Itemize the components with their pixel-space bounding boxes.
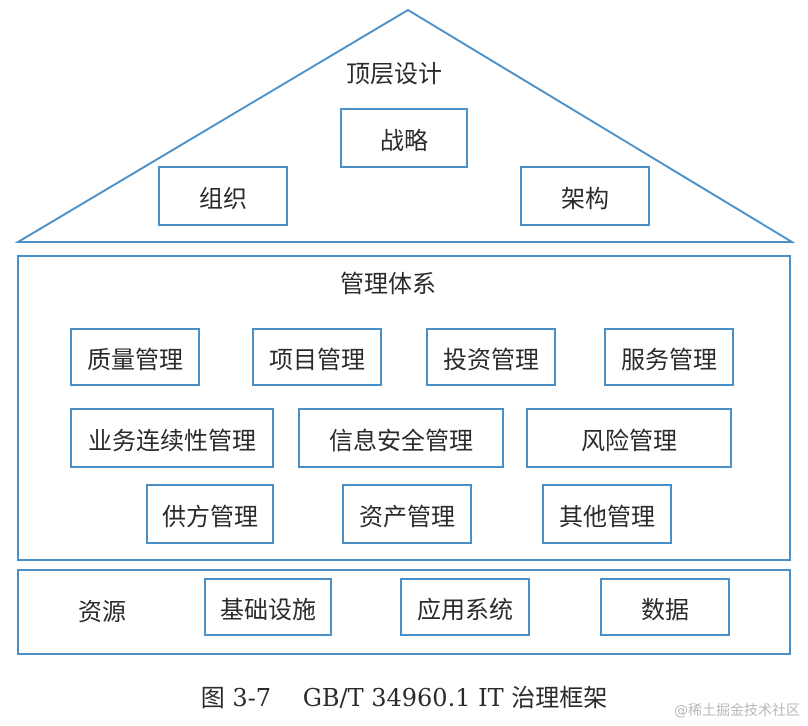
watermark: @稀土掘金技术社区 [674,703,800,719]
roof-title: 顶层设计 [346,60,442,88]
investment-management-box: 投资管理 [426,328,556,386]
risk-management-box: 风险管理 [526,408,732,468]
information-security-management-box: 信息安全管理 [298,408,504,468]
strategy-box: 战略 [340,108,468,168]
business-continuity-management-box: 业务连续性管理 [70,408,274,468]
architecture-box: 架构 [520,166,650,226]
figure-title: GB/T 34960.1 IT 治理框架 [302,684,608,712]
application-system-box: 应用系统 [400,578,530,636]
service-management-box: 服务管理 [604,328,734,386]
asset-management-box: 资产管理 [342,484,472,544]
management-title: 管理体系 [340,270,436,298]
organization-box: 组织 [158,166,288,226]
project-management-box: 项目管理 [252,328,382,386]
figure-number: 图 3-7 [200,684,272,712]
supplier-management-box: 供方管理 [146,484,274,544]
figure-caption: 图 3-7 GB/T 34960.1 IT 治理框架 [0,678,808,713]
management-frame [17,255,791,561]
quality-management-box: 质量管理 [70,328,200,386]
infrastructure-box: 基础设施 [204,578,332,636]
data-box: 数据 [600,578,730,636]
roof-triangle [14,8,796,243]
other-management-box: 其他管理 [542,484,672,544]
resources-title: 资源 [78,598,126,626]
resources-frame [17,569,791,655]
